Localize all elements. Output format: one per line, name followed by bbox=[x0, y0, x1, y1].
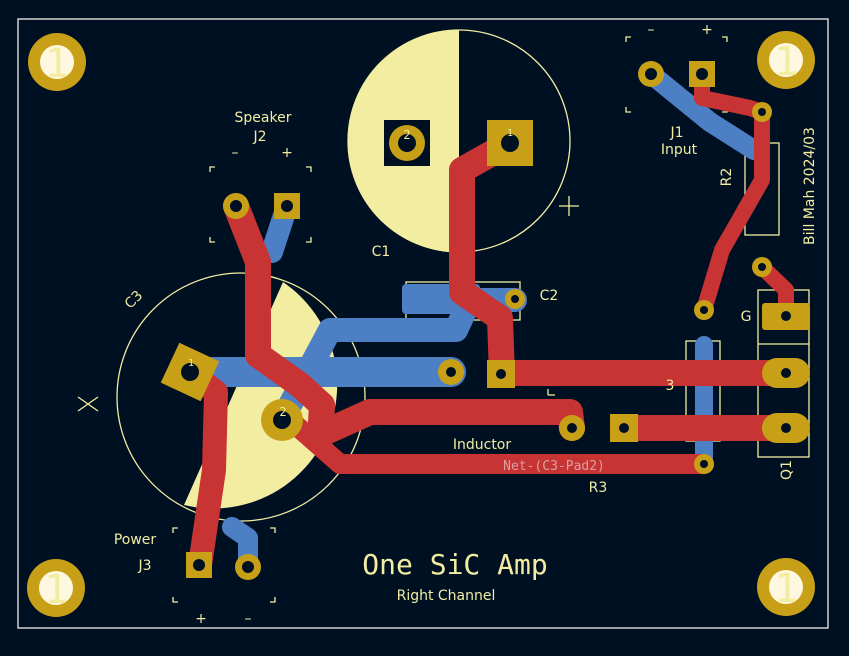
j2-plus: + bbox=[281, 145, 293, 161]
c3-polarity-mark bbox=[77, 396, 99, 412]
author-date: Bill Mah 2024/03 bbox=[802, 127, 818, 245]
c1-pad-1-number: 1 bbox=[507, 128, 513, 139]
power-label: Power bbox=[114, 532, 157, 548]
c1-pad-2-number: 2 bbox=[403, 128, 410, 142]
j1-minus: – bbox=[648, 22, 655, 38]
mounting-hole-bottom-left: 1 bbox=[27, 559, 85, 617]
speaker-label: Speaker bbox=[235, 110, 292, 126]
q1-pad-3-number: 3 bbox=[666, 378, 675, 394]
board-edge bbox=[17, 18, 829, 629]
mounting-hole-bottom-right: 1 bbox=[757, 558, 815, 616]
j2-outline bbox=[209, 166, 312, 243]
j1-ref: J1 bbox=[669, 125, 683, 141]
j2-ref: J2 bbox=[252, 129, 266, 145]
c3-pad-2-number: 2 bbox=[279, 405, 286, 419]
mounting-hole-top-left: 1 bbox=[28, 33, 86, 91]
svg-text:1: 1 bbox=[44, 567, 68, 613]
r2-ref: R2 bbox=[719, 168, 735, 187]
q1-gate-label: G bbox=[741, 309, 752, 325]
j3-outline bbox=[172, 527, 276, 603]
q1-ref: Q1 bbox=[779, 460, 795, 480]
j3-ref: J3 bbox=[137, 558, 151, 574]
svg-text:1: 1 bbox=[774, 39, 798, 85]
c2-ref: C2 bbox=[540, 288, 559, 304]
board-subtitle: Right Channel bbox=[397, 588, 496, 604]
j3-minus: – bbox=[245, 611, 252, 627]
j1-plus: + bbox=[701, 22, 713, 38]
front-copper-traces bbox=[178, 64, 798, 577]
inductor-label: Inductor bbox=[453, 437, 512, 453]
mounting-hole-top-right: 1 bbox=[757, 31, 815, 89]
input-label: Input bbox=[661, 142, 698, 158]
c1-ref: C1 bbox=[372, 244, 391, 260]
j2-minus: – bbox=[232, 145, 239, 161]
board-title: One SiC Amp bbox=[362, 548, 547, 581]
c3-pad-1-number: 1 bbox=[188, 358, 194, 369]
net-label: Net-(C3-Pad2) bbox=[503, 459, 605, 474]
j3-plus: + bbox=[195, 611, 207, 627]
c1-polarity-mark bbox=[559, 196, 579, 216]
r3-ref: R3 bbox=[589, 480, 608, 496]
svg-text:1: 1 bbox=[45, 41, 69, 87]
svg-text:1: 1 bbox=[774, 566, 798, 612]
